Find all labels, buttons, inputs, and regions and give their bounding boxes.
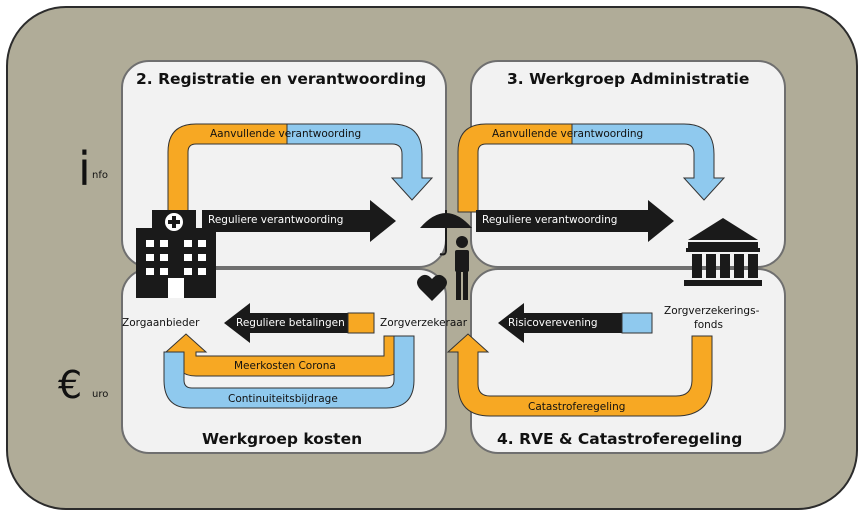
- euro-suffix: uro: [92, 389, 109, 400]
- heart-icon: [417, 274, 447, 301]
- tl-arrow-label: Reguliere verantwoording: [208, 214, 344, 226]
- hospital-icon: [136, 210, 216, 298]
- panel-title-registratie: 2. Registratie en verantwoording: [136, 70, 427, 88]
- insurer-label: Zorgverzekeraar: [380, 317, 468, 329]
- provider-label: Zorgaanbieder: [122, 317, 200, 329]
- panel-rve: [470, 268, 786, 454]
- tr-arrow-label: Reguliere verantwoording: [482, 214, 618, 226]
- fund-label-line2: fonds: [694, 319, 723, 331]
- br-loop-label: Catastroferegeling: [528, 401, 626, 413]
- bl-blue-label: Continuiteitsbijdrage: [228, 393, 338, 405]
- info-suffix: nfo: [92, 170, 108, 181]
- info-letter: i: [78, 142, 91, 196]
- bl-black-arrow: [224, 303, 375, 343]
- br-black-arrow: [498, 303, 653, 343]
- br-arrow-label: Risicoverevening: [508, 317, 598, 329]
- panel-title-kosten: Werkgroep kosten: [202, 430, 363, 448]
- euro-letter: €: [58, 363, 83, 407]
- panel-title-administratie: 3. Werkgroep Administratie: [507, 70, 750, 88]
- bl-blue-loop: [163, 335, 415, 409]
- person-umbrella-icon: [420, 210, 472, 300]
- tl-black-arrow: [202, 200, 396, 242]
- panel-title-rve: 4. RVE & Catastroferegeling: [497, 430, 743, 448]
- tr-loop-label: Aanvullende verantwoording: [492, 128, 644, 140]
- br-orange-loop: [446, 333, 713, 417]
- fund-label-line1: Zorgverzekerings-: [664, 305, 760, 317]
- bl-orange-label: Meerkosten Corona: [234, 360, 336, 372]
- tl-loop-arrow: [167, 123, 434, 213]
- tl-loop-label: Aanvullende verantwoording: [210, 128, 362, 140]
- tr-black-arrow: [476, 200, 674, 242]
- bl-arrow-label: Reguliere betalingen: [236, 317, 345, 329]
- bank-icon: [684, 218, 762, 286]
- tr-loop-arrow: [457, 123, 726, 213]
